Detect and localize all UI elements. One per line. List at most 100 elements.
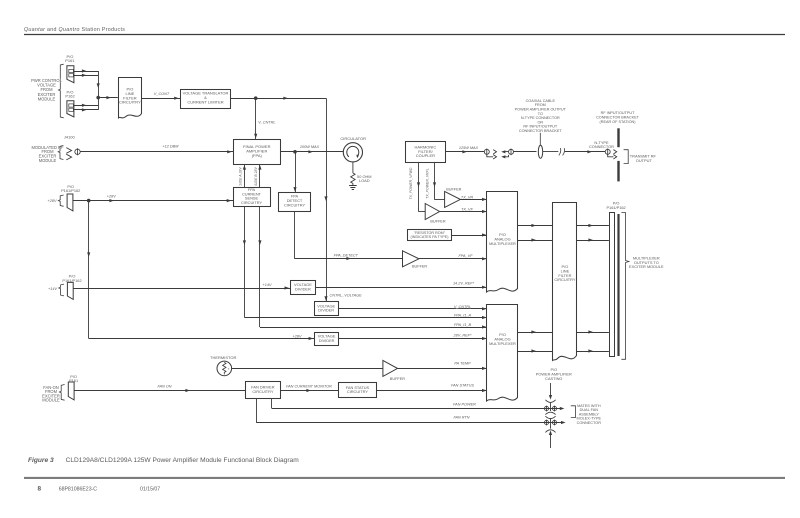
svg-text:CONNECTOR: CONNECTOR [577, 421, 602, 425]
svg-text:AMPLIFIER: AMPLIFIER [246, 148, 267, 153]
svg-text:P/O: P/O [67, 184, 74, 189]
svg-text:+28V: +28V [107, 195, 116, 199]
svg-text:FAN DRIVER: FAN DRIVER [251, 385, 275, 390]
svg-text:FAN CURRENT MONITOR: FAN CURRENT MONITOR [286, 385, 332, 389]
svg-text:BUFFER: BUFFER [390, 377, 405, 381]
svg-text:8: 8 [38, 486, 42, 493]
svg-text:BUFFER: BUFFER [430, 220, 445, 224]
svg-text:CIRCUITRY: CIRCUITRY [284, 202, 306, 207]
svg-text:FAN-ON: FAN-ON [43, 385, 59, 390]
svg-text:&: & [204, 95, 207, 100]
svg-text:P/O: P/O [70, 374, 77, 379]
svg-text:MODULE: MODULE [39, 158, 57, 163]
svg-text:CIRCUITRY: CIRCUITRY [119, 100, 141, 105]
svg-text:VOLTAGE TRANSLATOR: VOLTAGE TRANSLATOR [183, 91, 229, 96]
svg-text:P161/P162: P161/P162 [606, 205, 625, 210]
svg-text:N-TYPE CONNECTOR: N-TYPE CONNECTOR [521, 116, 560, 120]
svg-text:FROM: FROM [45, 389, 58, 394]
svg-text:P161: P161 [65, 58, 75, 63]
svg-text:P/O: P/O [67, 89, 74, 94]
svg-text:01/15/07: 01/15/07 [140, 486, 160, 492]
svg-text:P/O: P/O [126, 87, 133, 92]
svg-text:FPA_DETECT: FPA_DETECT [334, 253, 359, 257]
svg-text:MODULE: MODULE [42, 398, 60, 403]
svg-text:50 OHM: 50 OHM [357, 174, 372, 179]
svg-text:P161/P162: P161/P162 [62, 278, 81, 283]
svg-text:OR: OR [537, 120, 543, 124]
svg-text:FILTER/: FILTER/ [418, 149, 433, 154]
svg-text:DIVIDER: DIVIDER [295, 286, 311, 291]
svg-text:(REAR OF STATION): (REAR OF STATION) [600, 120, 637, 124]
svg-text:P161/P162: P161/P162 [61, 188, 80, 193]
svg-text:MOLEX-TYPE: MOLEX-TYPE [577, 417, 602, 421]
svg-text:ANALOG: ANALOG [494, 237, 510, 242]
svg-text:P/O: P/O [562, 264, 569, 269]
svg-text:Figure 3: Figure 3 [28, 457, 54, 464]
svg-text:P/O: P/O [550, 367, 557, 372]
svg-text:FILTER: FILTER [558, 273, 571, 278]
svg-text:OUTPUTS TO: OUTPUTS TO [634, 260, 659, 265]
svg-text:TRANSMIT RF: TRANSMIT RF [630, 153, 657, 158]
svg-text:CIRCUITRY: CIRCUITRY [241, 200, 263, 205]
svg-text:TX_POWER_VRFL: TX_POWER_VRFL [425, 168, 429, 199]
svg-text:FINAL POWER: FINAL POWER [243, 144, 271, 149]
svg-text:FROM: FROM [40, 87, 53, 92]
svg-text:P/O: P/O [69, 274, 76, 279]
svg-text:CIRCUITRY: CIRCUITRY [554, 277, 576, 282]
svg-text:CIRCUITRY: CIRCUITRY [347, 389, 369, 394]
svg-text:(FPA): (FPA) [252, 153, 263, 158]
svg-text:EXCITER: EXCITER [38, 92, 56, 97]
svg-text:+28V: +28V [293, 335, 302, 339]
svg-text:V_CONT: V_CONT [154, 92, 170, 96]
svg-text:LOAD: LOAD [359, 178, 370, 183]
svg-text:100W MAX: 100W MAX [300, 145, 320, 149]
svg-text:+12 DBM: +12 DBM [162, 144, 179, 148]
svg-text:CURRENT: CURRENT [242, 191, 262, 196]
svg-text:RF INPUT/OUTPUT: RF INPUT/OUTPUT [523, 125, 557, 129]
svg-text:ANALOG: ANALOG [494, 337, 510, 342]
svg-text:CASTING: CASTING [545, 376, 562, 381]
svg-text:28V_REF*: 28V_REF* [453, 334, 472, 338]
svg-text:TX_POWER_VFWD: TX_POWER_VFWD [409, 167, 413, 199]
svg-text:V_CNTRL: V_CNTRL [454, 305, 471, 309]
svg-text:FPA: FPA [291, 194, 299, 199]
svg-text:MODULE: MODULE [38, 96, 56, 101]
svg-text:BUFFER: BUFFER [412, 265, 427, 269]
svg-text:CONNECTOR BRACKET: CONNECTOR BRACKET [596, 116, 640, 120]
svg-text:FPA_I1_B: FPA_I1_B [454, 323, 471, 327]
svg-text:+14V: +14V [263, 283, 272, 287]
svg-text:FAN STATUS: FAN STATUS [451, 384, 474, 388]
svg-text:FAN STATUS: FAN STATUS [346, 385, 370, 390]
svg-text:DIVIDER: DIVIDER [319, 338, 335, 343]
svg-text:+28V: +28V [48, 199, 57, 203]
svg-text:FPA_I1_A: FPA_I1_A [454, 314, 471, 318]
svg-text:EXCITER: EXCITER [39, 154, 57, 159]
svg-text:SENSE: SENSE [245, 196, 259, 201]
svg-text:MATES WITH: MATES WITH [577, 404, 601, 408]
svg-text:LINE: LINE [561, 268, 570, 273]
svg-text:POWER AMPLIFIER OUTPUT: POWER AMPLIFIER OUTPUT [515, 108, 567, 112]
svg-text:COUPLER: COUPLER [416, 153, 435, 158]
svg-text:+14V: +14V [48, 287, 57, 291]
svg-text:EXCITER: EXCITER [42, 393, 60, 398]
svg-text:(INDICATES PA TYPE): (INDICATES PA TYPE) [411, 235, 449, 239]
svg-text:CIRCUITRY: CIRCUITRY [252, 389, 274, 394]
svg-text:VOLTAGE: VOLTAGE [37, 83, 56, 88]
svg-text:VOLTAGE: VOLTAGE [294, 282, 312, 287]
svg-text:CLD129A8/CLD1299A 125W Power A: CLD129A8/CLD1299A 125W Power Amplifier M… [66, 457, 300, 464]
svg-text:HARMONIC: HARMONIC [415, 144, 437, 149]
svg-text:DUAL FAN: DUAL FAN [580, 408, 599, 412]
svg-text:DIVIDER: DIVIDER [318, 308, 334, 313]
svg-text:FAN RTN: FAN RTN [453, 415, 469, 419]
svg-text:FAN POWER: FAN POWER [453, 403, 476, 407]
svg-text:SIDE B 28V: SIDE B 28V [254, 167, 258, 186]
svg-text:COAXIAL CABLE: COAXIAL CABLE [526, 99, 556, 103]
svg-text:MULTIPLEXER: MULTIPLEXER [489, 241, 516, 246]
svg-text:P162: P162 [65, 93, 75, 98]
svg-text:TX_VR: TX_VR [461, 195, 473, 199]
svg-text:68P81086E23-C: 68P81086E23-C [59, 486, 98, 492]
svg-text:EXCITER MODULE: EXCITER MODULE [629, 264, 664, 269]
svg-text:RF INPUT/OUTPUT: RF INPUT/OUTPUT [601, 111, 635, 115]
svg-text:FAN ON: FAN ON [157, 385, 171, 389]
svg-text:125W MAX: 125W MAX [459, 146, 479, 150]
